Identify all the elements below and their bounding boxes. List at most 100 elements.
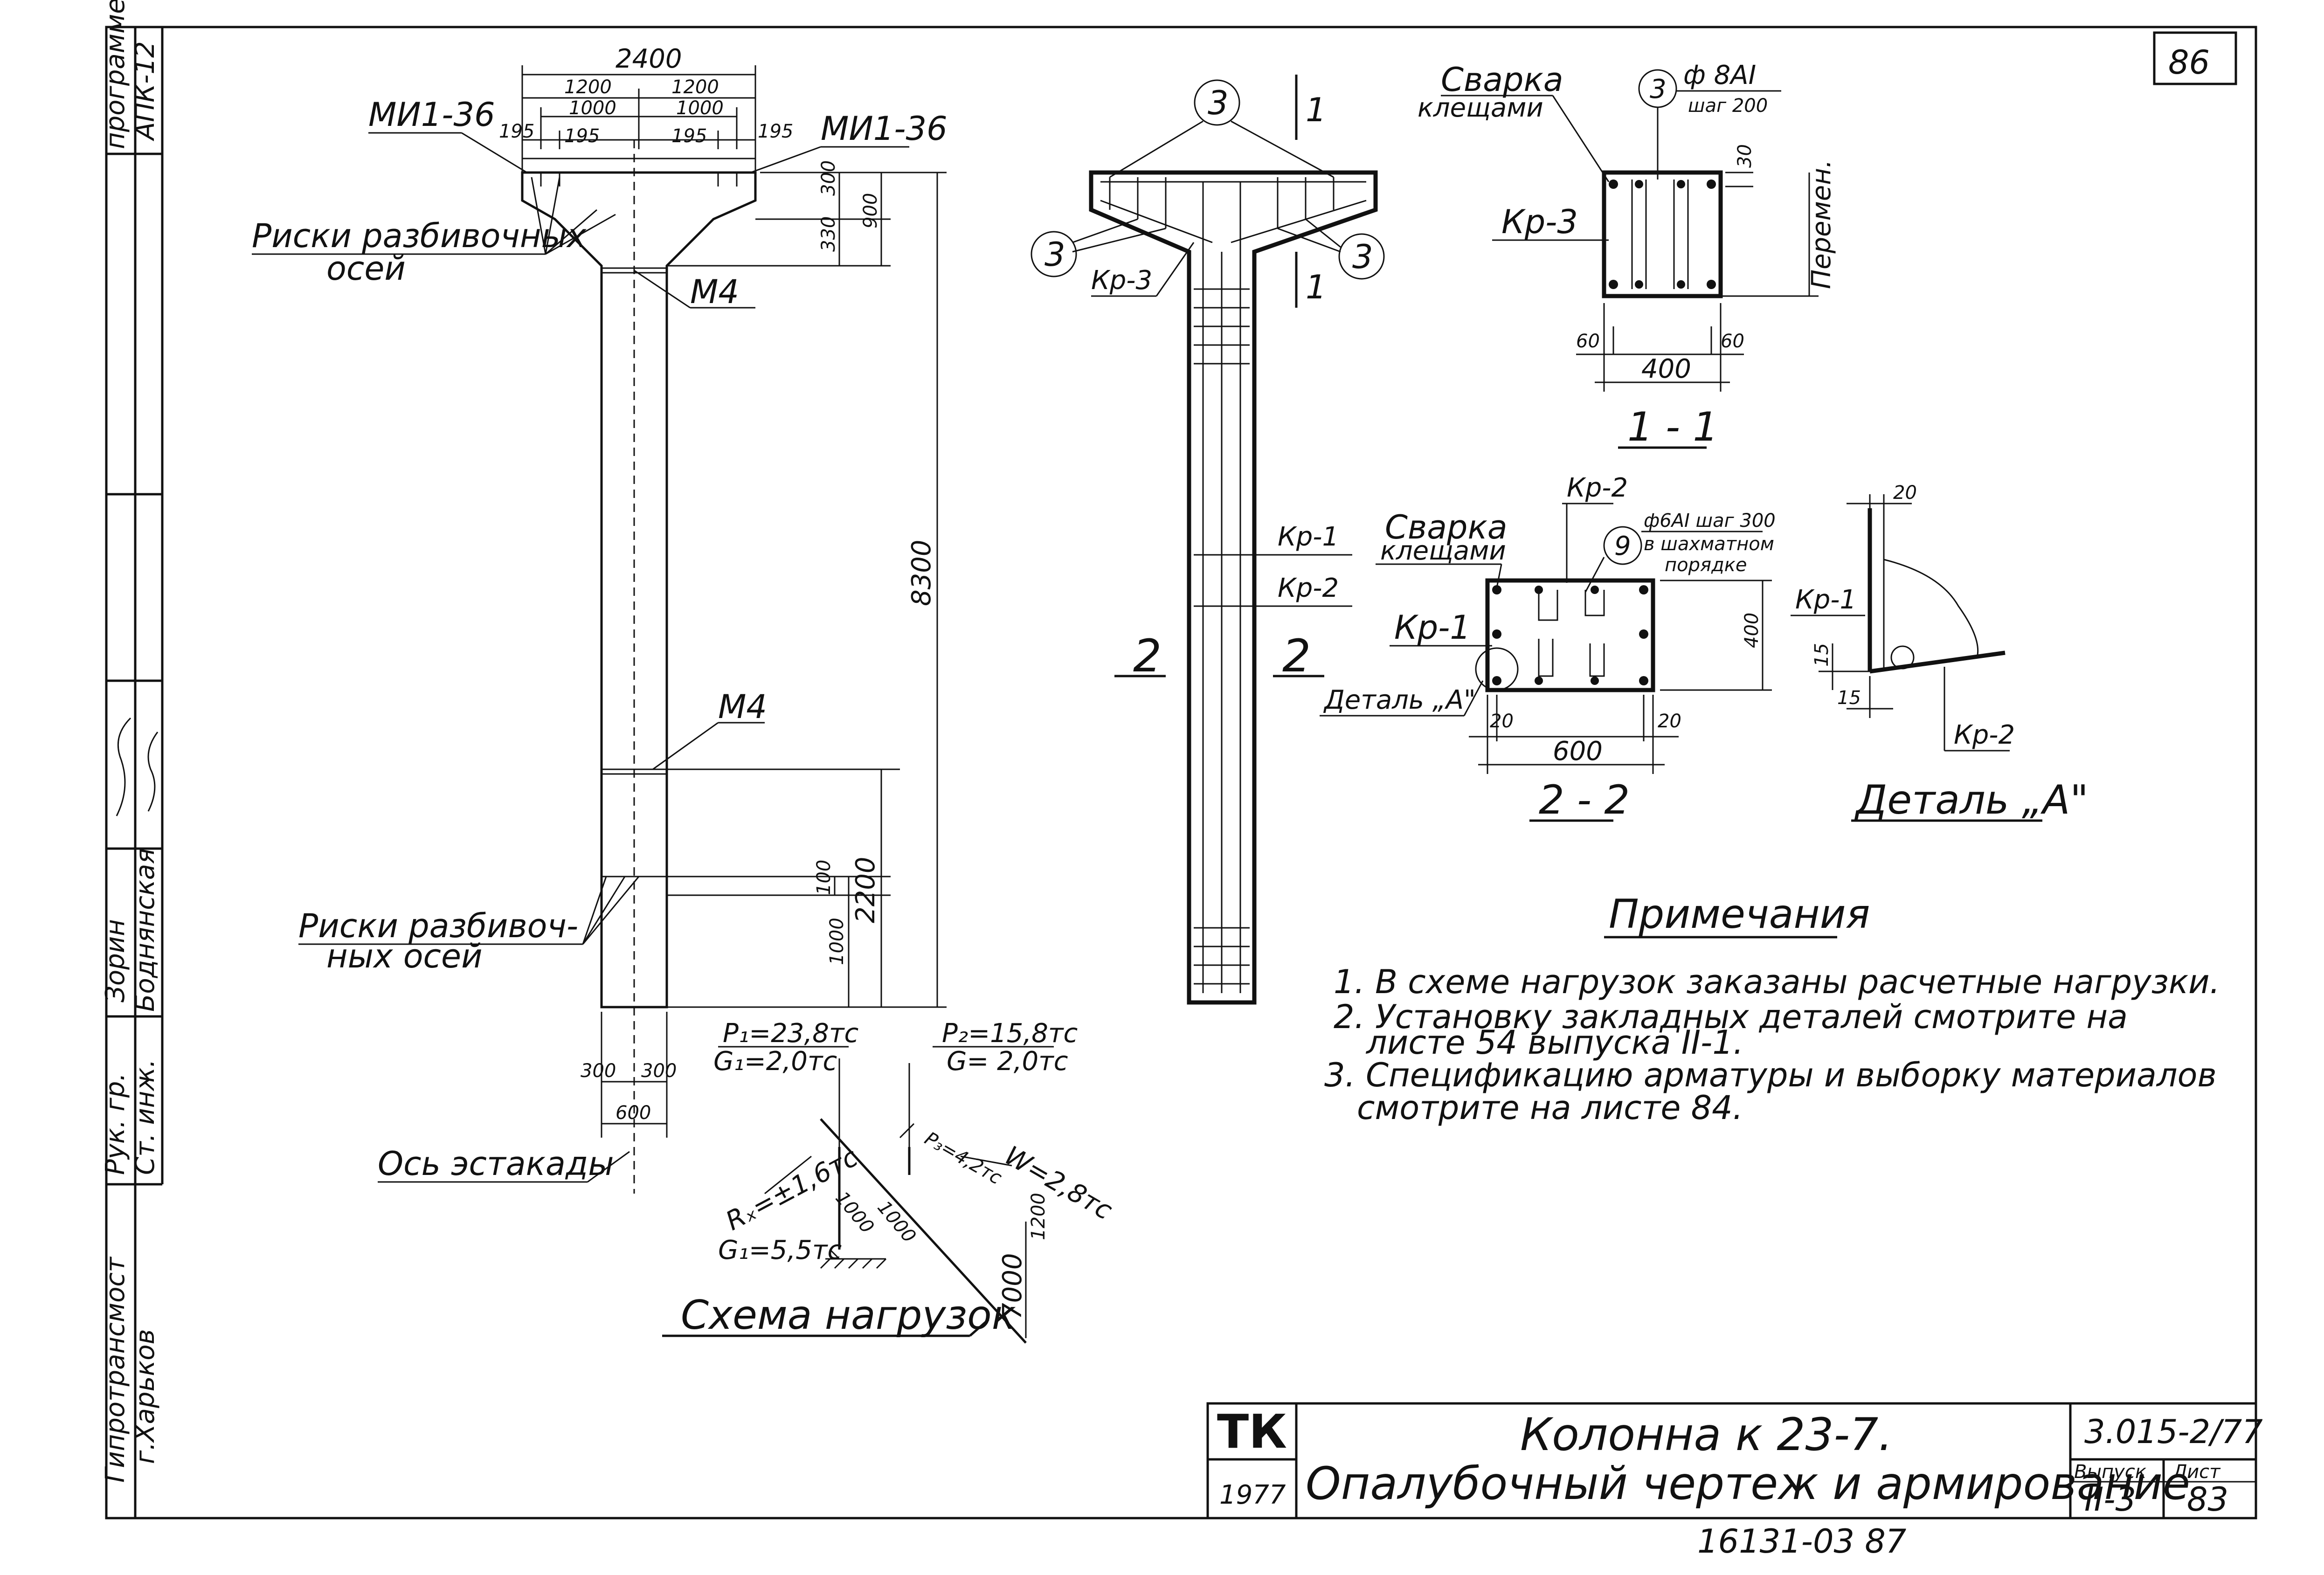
- sec1-marker-text: 3: [1650, 74, 1667, 104]
- sec1-d60-right: 60: [1721, 331, 1744, 352]
- sec2-detail-circle: [1475, 647, 1519, 691]
- detail-a-d20: 20: [1893, 482, 1917, 504]
- page-number-box: [2153, 31, 2237, 85]
- sec2-bar-3: порядке: [1665, 554, 1747, 576]
- page-number: 86: [2168, 43, 2210, 82]
- sec2-d20-left: 20: [1490, 711, 1514, 732]
- sec1-kp3: Кр-3: [1501, 203, 1578, 241]
- dim-330: 330: [818, 216, 839, 252]
- marker-3-left: [1031, 231, 1077, 277]
- notes: Примечания 1. В схеме нагрузок заказаны …: [1324, 891, 2220, 1127]
- notes-line-1: 1. В схеме нагрузок заказаны расчетные н…: [1334, 963, 2220, 1001]
- title-logo: ТК: [1217, 1404, 1287, 1459]
- cut-1-bot: 1: [1306, 268, 1327, 306]
- dim-195-d: 195: [758, 121, 793, 142]
- side-name-head: Зорин: [100, 919, 131, 1002]
- sec1-outline: [1602, 170, 1723, 298]
- dim-1200-right: 1200: [671, 76, 719, 98]
- sec2-title: 2 - 2: [1539, 777, 1630, 823]
- dim-1000-left: 1000: [569, 97, 616, 119]
- reinf-kp2: Кр-2: [1278, 573, 1339, 603]
- signature-head: [116, 717, 131, 816]
- marker-3-right-text: 3: [1352, 238, 1373, 276]
- dim-1000-v: 1000: [826, 918, 848, 965]
- load-axis-diagonal: [820, 1118, 1027, 1344]
- load-scheme: P₁=23,8тс G₁=2,0тс P₂=15,8тс G= 2,0тс Rₓ…: [662, 1018, 1117, 1344]
- detail-a-d15-v: 15: [1811, 643, 1833, 667]
- sec2-marker-text: 9: [1614, 531, 1631, 561]
- sec2-d400: 400: [1741, 613, 1763, 648]
- title-block: ТК 1977 Колонна к 23-7. Опалубочный черт…: [1206, 1402, 2263, 1520]
- dim-300-right: 300: [641, 1060, 677, 1082]
- side-org-1: Гипротрансмост: [100, 1257, 131, 1483]
- dim-195-a: 195: [499, 121, 534, 142]
- load-p1: P₁=23,8тс: [723, 1018, 858, 1049]
- cut-2-left: 2: [1133, 630, 1162, 682]
- side-program-code: АПК-12: [130, 41, 160, 141]
- notes-line-4: 3. Спецификацию арматуры и выборку матер…: [1324, 1056, 2217, 1094]
- detail-a-kp2: Кр-2: [1954, 720, 2015, 750]
- title-issue-label: Выпуск: [2074, 1461, 2146, 1483]
- dim-2400: 2400: [616, 44, 682, 74]
- sec2-welding-1: Сварка: [1385, 508, 1508, 546]
- dim-900: 900: [860, 193, 881, 228]
- load-d1000-b: 1000: [873, 1197, 920, 1247]
- column-elevation: [521, 140, 947, 1194]
- label-m4-top: М4: [690, 273, 739, 311]
- title-subtitle: Опалубочный чертеж и армирование: [1306, 1458, 2190, 1510]
- load-w: W=2,8тс: [999, 1140, 1117, 1226]
- load-g1-bottom: G₁=5,5тс: [718, 1235, 842, 1265]
- sec2-kp1: Кр-1: [1394, 608, 1471, 647]
- dim-100: 100: [813, 860, 835, 895]
- notes-line-5: смотрите на листе 84.: [1357, 1089, 1743, 1127]
- stamp-number: 16131-03 87: [1697, 1522, 1906, 1561]
- sec2-detail-ref: Деталь „А": [1323, 685, 1476, 715]
- elevation-bottom-dims: 300 300 600: [581, 1012, 677, 1138]
- sec2-welding-2: клещами: [1380, 536, 1506, 566]
- title-issue: II-3: [2084, 1480, 2136, 1519]
- sec2-bar-2: в шахматном: [1644, 533, 1774, 555]
- side-role-eng: Ст. инж.: [130, 1059, 160, 1175]
- dim-300: 300: [818, 160, 839, 196]
- sec1-variable: Перемен.: [1806, 159, 1837, 289]
- detail-a-bar-horizontal: [1869, 650, 2006, 674]
- dim-195-b: 195: [564, 125, 600, 147]
- sec1-pitch: шаг 200: [1688, 95, 1768, 117]
- dim-1000-right: 1000: [676, 97, 724, 119]
- marker-3-top-text: 3: [1208, 84, 1229, 122]
- label-mi-left: МИ1-36: [368, 96, 495, 134]
- sec2-kp2: Кр-2: [1567, 473, 1628, 503]
- label-mi-right: МИ1-36: [821, 110, 948, 148]
- detail-a-title: Деталь „А": [1854, 777, 2089, 823]
- load-g-top: G= 2,0тс: [947, 1046, 1068, 1077]
- elevation-right-dims: 330 300 900 8300 2200 100 1000: [813, 160, 938, 1007]
- load-p3: P₃=4,2тс: [921, 1128, 1005, 1189]
- notes-title: Примечания: [1609, 891, 1870, 938]
- side-role-head: Рук. гр.: [100, 1073, 131, 1175]
- section-1-1: Сварка клещами 3 ф 8АI шаг 200 Кр-3 30 П…: [1418, 60, 1837, 450]
- title-sheet-label: Лист: [2172, 1461, 2221, 1483]
- load-title: Схема нагрузок: [681, 1292, 1016, 1339]
- side-org-2: г.Харьков: [130, 1329, 160, 1464]
- label-axis: Ось эстакады: [378, 1145, 614, 1183]
- cut-1-top: 1: [1306, 91, 1327, 129]
- sec1-d60-left: 60: [1576, 331, 1600, 352]
- load-d7000: 7000: [997, 1253, 1028, 1319]
- title-name: Колонна к 23-7.: [1520, 1409, 1893, 1461]
- label-risks-top-1: Риски разбивочных: [252, 217, 587, 255]
- notes-line-3: листе 54 выпуска II-1.: [1365, 1023, 1743, 1062]
- side-strip: программе АПК-12 Рук. гр. Ст. инж. Зорин…: [100, 0, 164, 1518]
- sec2-marker: [1603, 526, 1642, 565]
- sec1-title: 1 - 1: [1627, 404, 1718, 450]
- sec1-d400: 400: [1641, 354, 1691, 384]
- detail-a-d15-h: 15: [1837, 687, 1861, 709]
- sec1-welding-1: Сварка: [1441, 61, 1563, 99]
- title-sheet: 83: [2187, 1480, 2228, 1519]
- load-p2: P₂=15,8тс: [942, 1018, 1078, 1049]
- sec1-d30: 30: [1734, 144, 1756, 168]
- elevation-top-dims: 2400 1200 1200 1000 1000 195 195 195 195: [499, 44, 793, 159]
- marker-3-top: [1194, 79, 1240, 126]
- dim-600: 600: [616, 1102, 651, 1124]
- dim-8300: 8300: [906, 539, 937, 606]
- reinforcement-elevation: 3 3 3 Кр-3 1 1 Кр-1 Кр-2 2 2: [1031, 75, 1385, 1005]
